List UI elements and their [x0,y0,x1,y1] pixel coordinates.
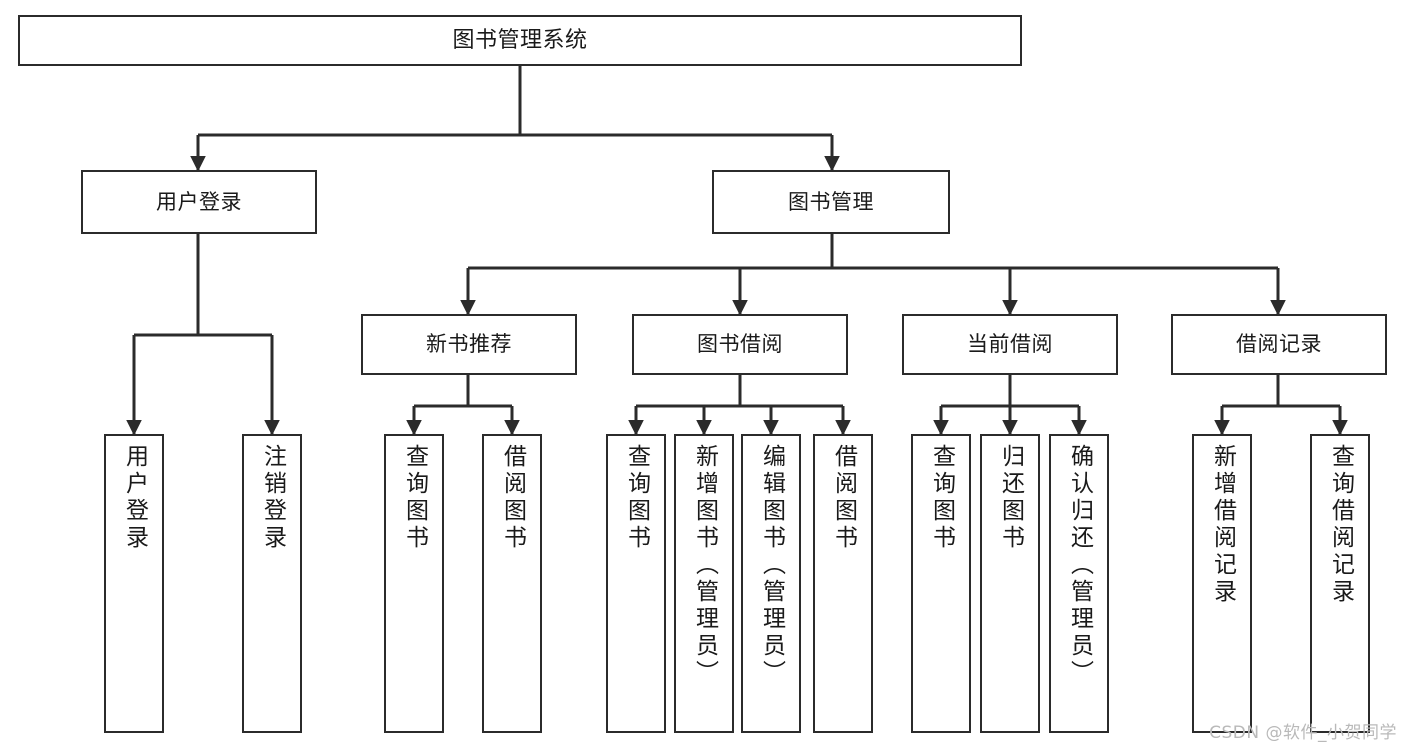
node-label: 用户登录 [156,189,242,214]
node-book-borrow[interactable]: 图书借阅 [632,314,848,375]
node-label: 新书推荐 [426,332,512,357]
leaf-new-book-borrow[interactable]: 借阅图书 [482,434,542,733]
leaf-current-borrow-confirm[interactable]: 确认归还（管理员） [1049,434,1109,733]
node-label: 当前借阅 [967,332,1053,357]
node-label: 编辑图书（管理员） [758,444,785,687]
leaf-new-book-query[interactable]: 查询图书 [384,434,444,733]
node-label: 图书管理系统 [452,27,588,53]
node-label: 借阅图书 [499,444,526,552]
node-label: 图书管理 [788,189,874,214]
watermark-text: CSDN @软件_小贺同学 [1209,723,1397,743]
node-label: 查询图书 [623,444,650,552]
node-label: 注销登录 [259,444,286,552]
node-label: 用户登录 [121,444,148,552]
leaf-book-borrow-add[interactable]: 新增图书（管理员） [674,434,734,733]
node-label: 新增借阅记录 [1209,444,1236,606]
node-label: 借阅记录 [1236,332,1322,357]
node-label: 确认归还（管理员） [1066,444,1093,687]
leaf-borrow-record-query[interactable]: 查询借阅记录 [1310,434,1370,733]
node-root-system[interactable]: 图书管理系统 [18,15,1022,66]
leaf-book-borrow-query[interactable]: 查询图书 [606,434,666,733]
leaf-current-borrow-return[interactable]: 归还图书 [980,434,1040,733]
leaf-book-borrow-borrow[interactable]: 借阅图书 [813,434,873,733]
leaf-user-login-login[interactable]: 用户登录 [104,434,164,733]
node-label: 查询图书 [928,444,955,552]
node-borrow-record[interactable]: 借阅记录 [1171,314,1387,375]
leaf-borrow-record-add[interactable]: 新增借阅记录 [1192,434,1252,733]
node-current-borrow[interactable]: 当前借阅 [902,314,1118,375]
leaf-current-borrow-query[interactable]: 查询图书 [911,434,971,733]
node-label: 新增图书（管理员） [691,444,718,687]
node-label: 查询借阅记录 [1327,444,1354,606]
node-label: 借阅图书 [830,444,857,552]
node-label: 归还图书 [997,444,1024,552]
node-user-login[interactable]: 用户登录 [81,170,317,234]
leaf-book-borrow-edit[interactable]: 编辑图书（管理员） [741,434,801,733]
node-book-management[interactable]: 图书管理 [712,170,950,234]
leaf-user-login-logout[interactable]: 注销登录 [242,434,302,733]
node-new-book-recommend[interactable]: 新书推荐 [361,314,577,375]
node-label: 图书借阅 [697,332,783,357]
node-label: 查询图书 [401,444,428,552]
